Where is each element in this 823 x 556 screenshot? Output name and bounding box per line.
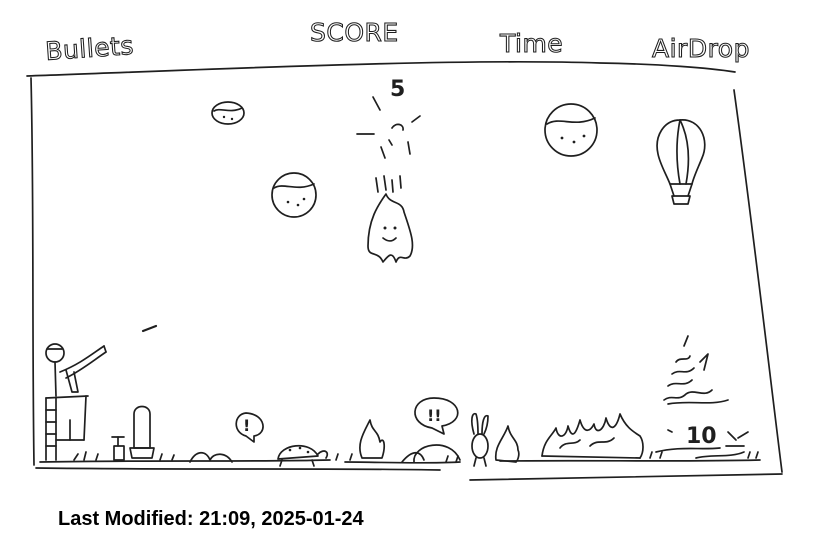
- watchtower-icon: [45, 395, 89, 461]
- turtle-icon: [277, 445, 329, 467]
- hot-air-balloon-icon: [656, 119, 706, 205]
- explosion-icon: [356, 96, 421, 159]
- fire-icon: [359, 419, 386, 459]
- turtle-exclaim: !: [243, 416, 250, 435]
- asteroid-icon: [544, 103, 598, 157]
- fire-icon: [541, 413, 644, 459]
- rabbit-icon: [470, 412, 489, 467]
- asteroid-icon: [271, 172, 317, 218]
- plunger-icon: [111, 436, 125, 461]
- ground-score-popup: 10: [686, 424, 717, 449]
- smoke-icon: [663, 335, 729, 405]
- blob-speech-bubble: !!: [414, 397, 459, 435]
- score-popup: 5: [390, 77, 405, 102]
- bush-icon: [189, 451, 233, 463]
- blob-exclaim: !!: [427, 406, 442, 425]
- blob-icon: [413, 444, 461, 463]
- hud-bullets-label: Bullets: [44, 31, 134, 66]
- bullet-icon: [141, 324, 158, 333]
- hud-time-label: Time: [499, 29, 563, 58]
- asteroid-icon: [211, 101, 245, 125]
- ghost-icon: [367, 175, 414, 263]
- hud-score-label: SCORE: [310, 18, 399, 47]
- turtle-speech-bubble: !: [235, 412, 264, 443]
- hud-airdrop-label: AirDrop: [652, 34, 750, 63]
- last-modified-label: Last Modified: 21:09, 2025-01-24: [58, 508, 364, 530]
- player-icon: [45, 343, 107, 397]
- fire-icon: [494, 425, 520, 463]
- game-frame: [26, 60, 783, 481]
- bush-icon: [401, 451, 425, 463]
- grass-icon: [73, 451, 759, 463]
- splash-icon: [655, 429, 749, 459]
- capsule-icon: [129, 405, 155, 459]
